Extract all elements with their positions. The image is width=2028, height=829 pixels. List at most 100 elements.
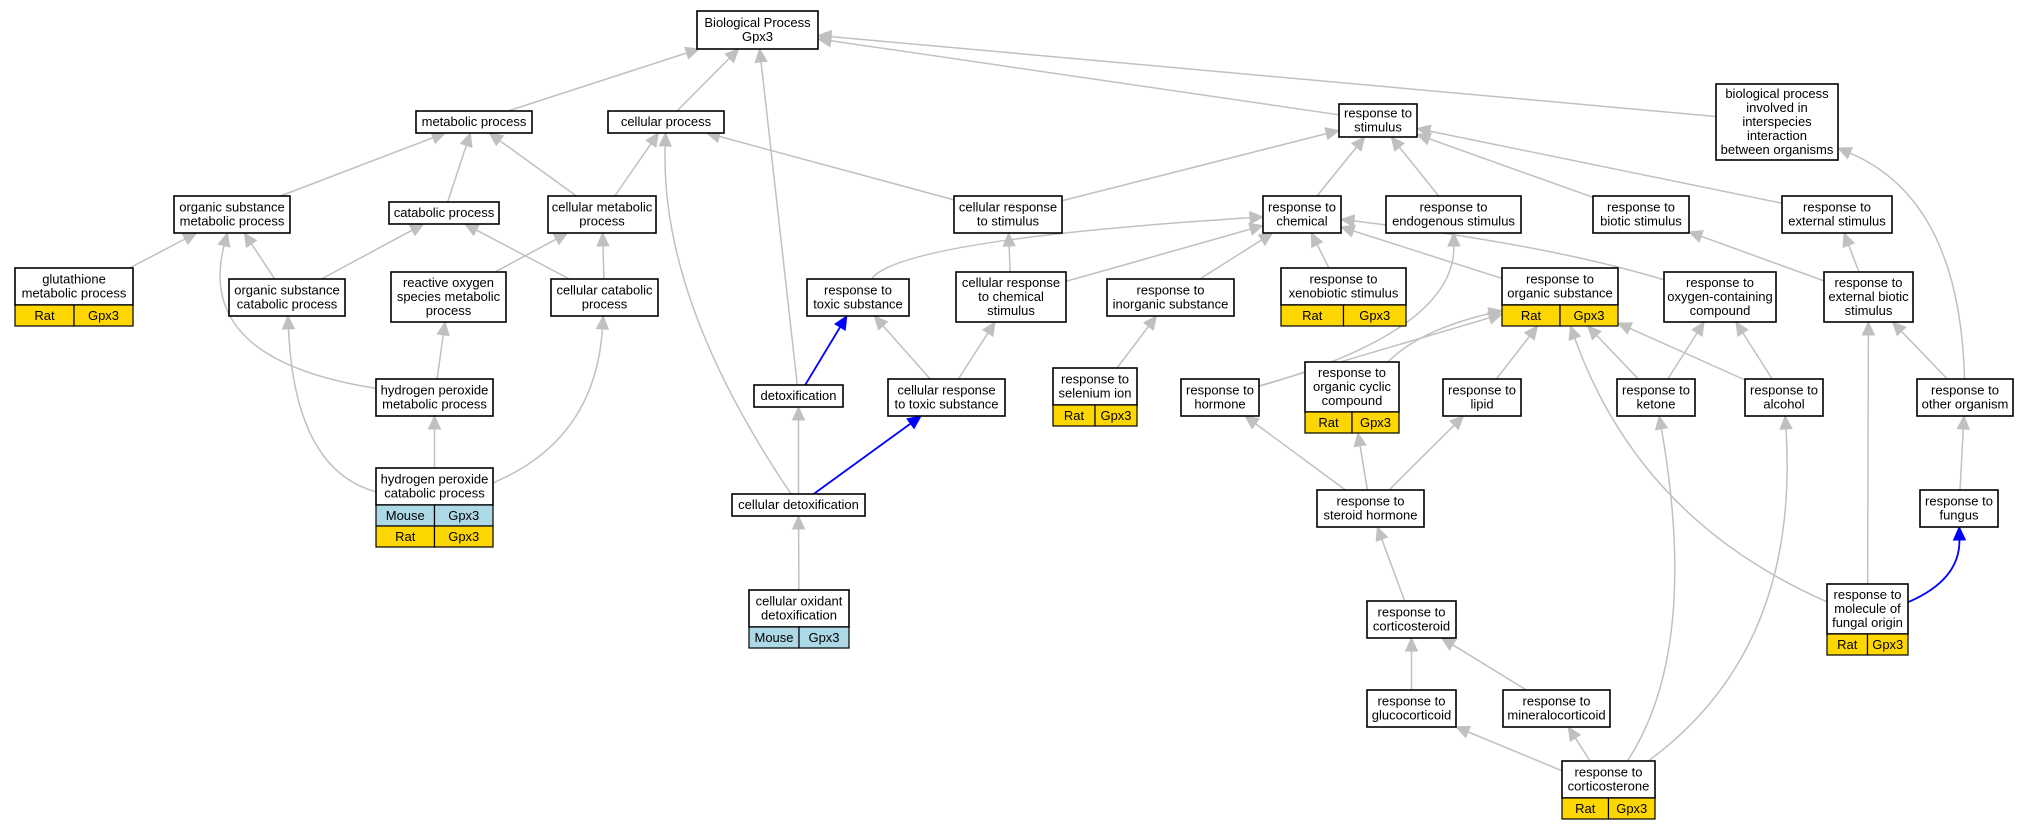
- node-box: [748, 589, 850, 628]
- edge-rket-to-rorgsub: [1596, 334, 1639, 380]
- edge-h2o2cat-to-orgcat: [287, 328, 377, 493]
- edge-rfungal-to-rextbio: [1866, 334, 1870, 585]
- node-label-line: metabolic process: [180, 214, 285, 229]
- node-label-line: response to: [1310, 272, 1378, 287]
- edge-orgcat-to-orgsub: [250, 243, 276, 280]
- arrowhead-cellcat-to-catab: [463, 223, 480, 237]
- node-box: [1052, 367, 1138, 406]
- arrowhead-cellrtox-to-rtox: [873, 315, 889, 331]
- node-label-line: response to: [1061, 372, 1129, 387]
- gene-label: Gpx3: [448, 529, 479, 544]
- edge-celldetox-to-cellrtox: [813, 422, 912, 495]
- node-label-line: response to: [1526, 272, 1594, 287]
- edge-ralc-to-rorgsub: [1629, 327, 1746, 381]
- node-label-line: hydrogen peroxide: [381, 383, 489, 398]
- node-label-line: alcohol: [1763, 397, 1804, 412]
- node-label-line: response to: [1834, 587, 1902, 602]
- node-cell[interactable]: cellular process: [607, 110, 725, 134]
- edge-rbiotic-to-rstim: [1428, 138, 1594, 199]
- arrowhead-rfungus-to-rotherorg: [1956, 414, 1971, 430]
- node-meta[interactable]: metabolic process: [415, 110, 533, 134]
- species-label: Rat: [34, 308, 55, 323]
- node-box: [550, 278, 659, 317]
- node-label-line: oxygen-containing: [1667, 289, 1773, 304]
- node-label-line: to stimulus: [977, 214, 1040, 229]
- arrowhead-celldetox-to-cellrtox: [906, 415, 922, 430]
- node-label-line: corticosteroid: [1373, 619, 1450, 634]
- arrowhead-rhorm-to-rendo: [1447, 231, 1461, 247]
- arrowhead-rxeno-to-rchem: [1310, 231, 1324, 249]
- node-label-line: response to: [1337, 494, 1405, 509]
- node-box: [547, 195, 657, 234]
- arrowhead-rcortone-to-ralc: [1779, 414, 1793, 430]
- node-label-line: response to: [1420, 200, 1488, 215]
- node-box: [375, 378, 494, 417]
- node-label-line: response to: [1523, 694, 1591, 709]
- arrowhead-detox-to-rtox: [834, 314, 848, 332]
- species-label: Rat: [1837, 637, 1858, 652]
- node-detox[interactable]: detoxification: [753, 384, 844, 408]
- node-label-line: Biological Process: [704, 15, 811, 30]
- node-label-line: inorganic substance: [1113, 297, 1229, 312]
- edge-cellrchem-to-cellrstim: [1008, 245, 1011, 273]
- node-box: [753, 384, 844, 408]
- node-label-line: cellular response: [897, 383, 995, 398]
- arrowhead-ros-to-cellmeta: [552, 232, 569, 246]
- node-label-line: response to: [1318, 365, 1386, 380]
- edge-rsel-to-rinorg: [1116, 325, 1150, 369]
- node-label-line: biotic stimulus: [1600, 214, 1682, 229]
- edge-h2o2meta-to-ros: [436, 334, 444, 380]
- node-label-line: cellular response: [959, 200, 1057, 215]
- arrowhead-gsh-to-orgsub: [181, 232, 198, 246]
- node-label-line: response to: [1931, 383, 1999, 398]
- arrowhead-rket-to-rorgsub: [1586, 325, 1602, 341]
- arrowhead-ralc-to-rorgsub: [1616, 322, 1634, 335]
- node-box: [1366, 689, 1457, 728]
- node-label-line: external biotic: [1828, 289, 1909, 304]
- edge-rchem-to-rstim: [1316, 146, 1358, 197]
- node-label-line: fungus: [1939, 508, 1979, 523]
- node-celldetox[interactable]: cellular detoxification: [731, 493, 866, 517]
- arrowhead-cellcat-to-cellmeta: [596, 231, 610, 247]
- node-catab[interactable]: catabolic process: [388, 201, 500, 225]
